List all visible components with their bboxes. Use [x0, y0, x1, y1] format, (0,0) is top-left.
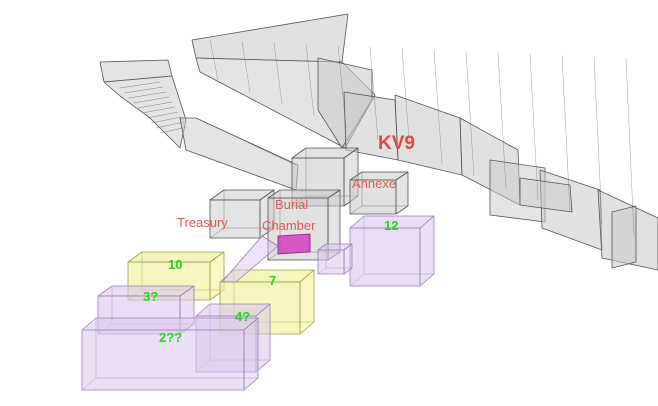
- stair-step-2: [128, 91, 167, 99]
- chamber-label-7: 7: [269, 273, 277, 288]
- chamber-2-box-side: [243, 317, 259, 391]
- chamber-2-box-front: [81, 329, 245, 391]
- stair-step-6: [146, 111, 179, 119]
- annexe-box-edge-b: [349, 205, 363, 215]
- kv9-corridor-structure: [99, 13, 658, 271]
- stair-step-5: [142, 106, 176, 114]
- descending-corridor: [179, 117, 299, 191]
- chamber-label-4: 4?: [235, 309, 251, 324]
- kv9-corridor-rib-4: [337, 45, 347, 129]
- kv9-end-block: [611, 205, 637, 269]
- kv9-corridor-rib-10: [529, 53, 539, 201]
- stair-step-1: [124, 86, 164, 94]
- stair-step-7: [151, 116, 182, 124]
- chamber-12-link-edge-b: [317, 267, 327, 275]
- kv9-corridor-rib-13: [625, 58, 635, 237]
- chamber-2-box-top: [81, 317, 259, 331]
- room-label-burial-chamber-line1: Burial: [275, 197, 309, 212]
- sarcophagus: [277, 233, 311, 255]
- tomb-label-kv9: KV9: [378, 133, 415, 154]
- annexe-box-front: [349, 179, 397, 215]
- chamber-12-box-edge-b: [349, 273, 365, 287]
- chamber-12-link-front: [317, 249, 345, 275]
- room-label-burial-chamber-line2: Chamber: [262, 218, 316, 233]
- kv9-corridor-rib-8: [465, 51, 475, 177]
- chamber-2-box-edge-b: [81, 377, 97, 391]
- kv9-corridor-rib-5: [369, 46, 379, 141]
- kv9-corridor-rib-1: [241, 41, 251, 93]
- kv9-corridor-rib-9: [497, 52, 507, 189]
- stair-step-0: [119, 81, 161, 89]
- kv9-corridor-rib-0: [209, 39, 219, 81]
- kv9-corridor-rib-12: [593, 56, 603, 225]
- room-label-treasury: Treasury: [177, 215, 228, 230]
- corridor-ridge: [195, 117, 297, 166]
- kv9-corridor-rib-3: [305, 44, 315, 117]
- chamber-label-10: 10: [168, 257, 183, 272]
- kv9-corridor-rib-7: [433, 49, 443, 165]
- chamber-label-3: 3?: [143, 289, 159, 304]
- hypothetical-chambers: [81, 215, 435, 391]
- chamber-label-12: 12: [384, 218, 399, 233]
- kv9-entrance-top: [191, 13, 349, 63]
- chamber-7-shaft: [221, 235, 279, 283]
- stair-flight: [103, 75, 187, 149]
- tomb-rooms: [209, 147, 409, 261]
- kv9-corridor-rib-6: [401, 48, 411, 153]
- stair-step-3: [133, 96, 170, 104]
- kv9-corridor-rib-2: [273, 42, 283, 105]
- chamber-12-box-front: [349, 227, 421, 287]
- kv9-corridor-rib-11: [561, 55, 571, 213]
- chamber-label-2: 2??: [159, 330, 183, 345]
- treasury-box-edge-b: [209, 227, 225, 239]
- chamber-12-box-side: [419, 215, 435, 287]
- stair-step-8: [155, 121, 185, 129]
- room-label-annexe: Annexe: [352, 176, 397, 191]
- kv9-pillar-room: [519, 177, 573, 213]
- stair-step-4: [137, 101, 173, 109]
